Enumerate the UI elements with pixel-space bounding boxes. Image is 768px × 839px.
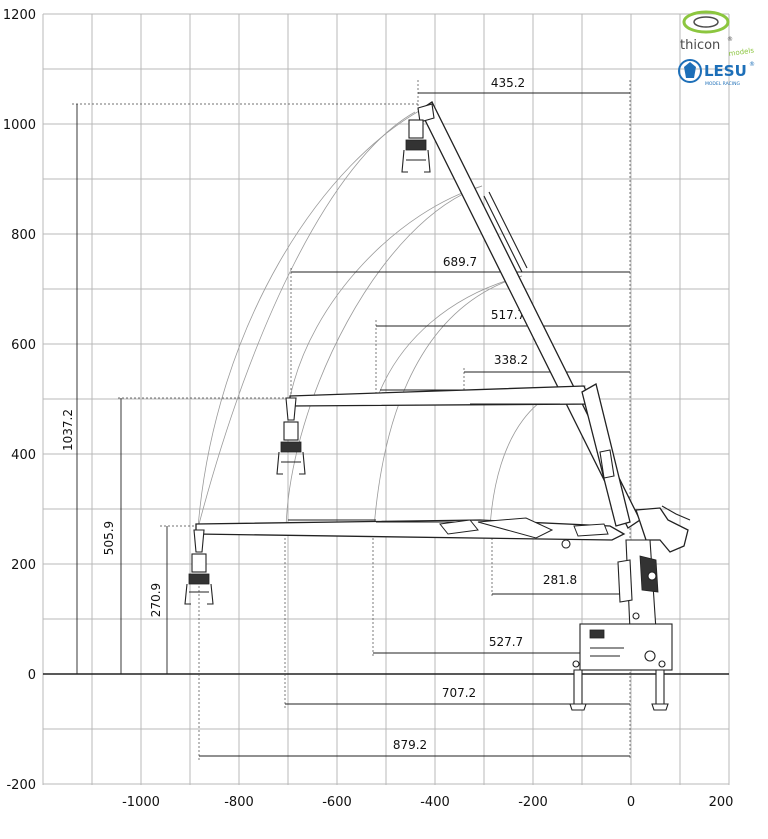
thicon-logo: thicon ® models	[680, 10, 755, 58]
lion-head-icon	[678, 59, 702, 83]
lesu-sub: MODEL RACING	[705, 81, 740, 87]
thicon-reg: ®	[727, 36, 733, 43]
dim-label: 338.2	[494, 353, 528, 367]
thicon-swoosh-icon	[682, 10, 730, 34]
x-tick: -400	[420, 795, 450, 810]
crane-base	[569, 505, 691, 711]
y-tick: 1000	[3, 118, 36, 133]
grid	[42, 13, 730, 785]
dimension-extensions	[72, 80, 631, 760]
horizontal-dimensions: 435.2 689.7 517.7 338.2 281.8 527.7 707.…	[199, 76, 630, 757]
x-tick: -800	[224, 795, 254, 810]
x-tick: -200	[518, 795, 548, 810]
y-tick: 400	[11, 448, 36, 463]
grapple-lower	[184, 529, 214, 605]
dim-label: 435.2	[491, 76, 525, 90]
extended-boom	[184, 517, 626, 605]
dim-label: 527.7	[489, 635, 523, 649]
y-tick: 600	[11, 338, 36, 353]
dim-label: 707.2	[442, 686, 476, 700]
x-tick: 200	[709, 795, 734, 810]
grapple-mid	[276, 397, 306, 475]
x-axis-labels: -1000 -800 -600 -400 -200 0 200	[122, 795, 733, 810]
dim-label: 281.8	[543, 573, 577, 587]
y-tick: 0	[28, 668, 36, 683]
vertical-dimensions: 1037.2 505.9 270.9	[61, 104, 168, 674]
lesu-reg: ®	[749, 61, 755, 68]
grapple-top	[401, 119, 431, 173]
x-tick: -1000	[122, 795, 160, 810]
thicon-name: thicon	[680, 38, 720, 53]
dim-label: 1037.2	[61, 409, 75, 451]
y-tick: 1200	[3, 8, 36, 23]
dim-label: 517.7	[491, 308, 525, 322]
y-tick: 800	[11, 228, 36, 243]
dim-label: 879.2	[393, 738, 427, 752]
x-tick: 0	[627, 795, 635, 810]
lesu-logo: LESU ® MODEL RACING	[678, 59, 755, 87]
y-tick: 200	[11, 558, 36, 573]
dim-label: 689.7	[443, 255, 477, 269]
y-axis-labels: 1200 1000 800 600 400 200 0 -200	[3, 8, 36, 793]
mid-boom	[276, 383, 631, 527]
raised-boom	[401, 101, 641, 529]
lesu-name: LESU	[704, 62, 747, 80]
dim-label: 270.9	[149, 583, 163, 617]
y-tick: -200	[6, 778, 36, 793]
thicon-sub: models	[728, 46, 755, 58]
dim-label: 505.9	[102, 521, 116, 555]
x-tick: -600	[322, 795, 352, 810]
